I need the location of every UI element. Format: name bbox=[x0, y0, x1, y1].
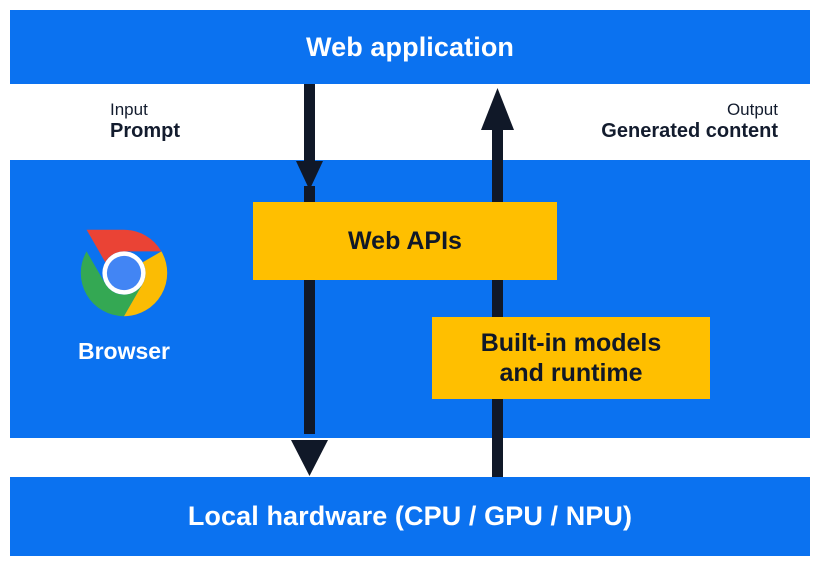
web-application-label: Web application bbox=[305, 31, 515, 62]
output-value-label: Generated content bbox=[601, 120, 778, 143]
input-value-label: Prompt bbox=[110, 120, 180, 143]
output-annotation: Output Generated content bbox=[601, 100, 778, 144]
builtin-models-label: Built-in models and runtime bbox=[480, 328, 662, 388]
local-hardware-label: Local hardware (CPU / GPU / NPU) bbox=[187, 501, 633, 531]
box-web-apis[interactable]: Web APIs bbox=[253, 202, 557, 280]
input-kind-label: Input bbox=[110, 100, 148, 119]
output-kind-label: Output bbox=[726, 100, 778, 119]
web-apis-label: Web APIs bbox=[348, 226, 462, 255]
band-local-hardware: Local hardware (CPU / GPU / NPU) bbox=[10, 477, 810, 556]
band-web-application: Web application bbox=[10, 10, 810, 84]
browser-identity: Browser bbox=[44, 228, 204, 363]
box-builtin-models[interactable]: Built-in models and runtime bbox=[432, 317, 710, 399]
browser-label: Browser bbox=[77, 338, 171, 364]
input-annotation: Input Prompt bbox=[110, 100, 180, 144]
chrome-logo-icon bbox=[80, 229, 168, 317]
